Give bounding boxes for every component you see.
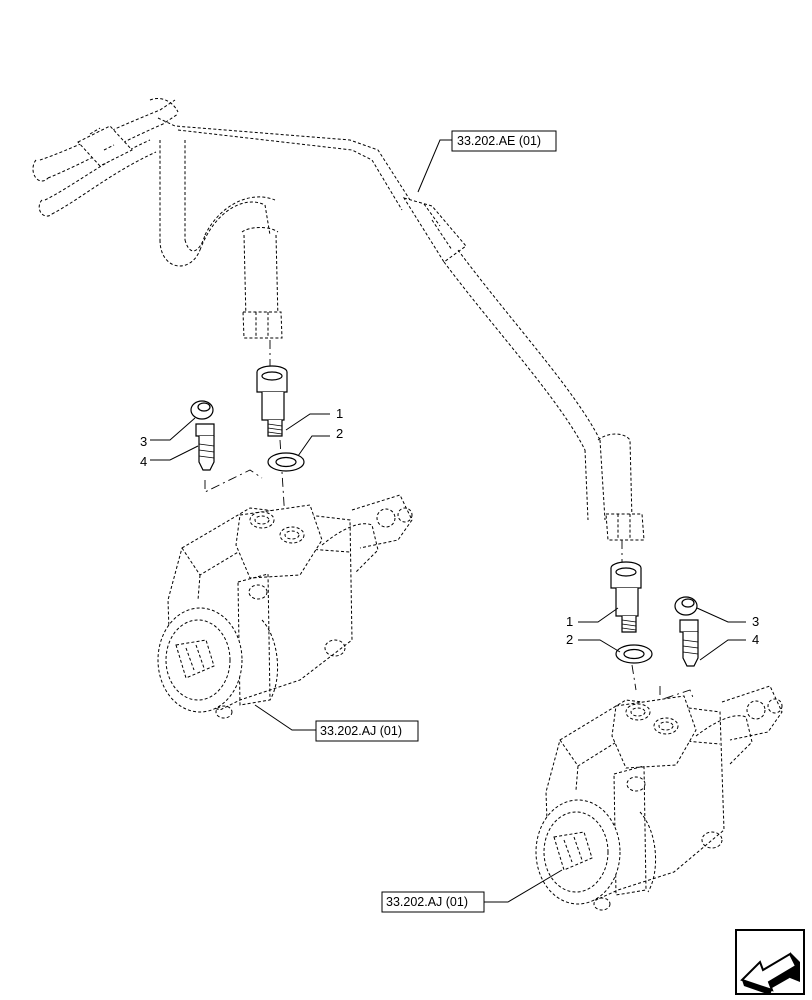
left-fitting-group [150,340,330,521]
view-direction-arrow-icon [735,929,805,995]
callout-2-right: 2 [566,632,573,647]
callout-2-left: 2 [336,426,343,441]
left-washer [267,452,305,472]
left-valve-reference: 33.202.AJ (01) [315,720,419,742]
callout-3-right: 3 [752,614,759,629]
right-cap [674,596,698,616]
left-valve-ref-label: 33.202.AJ (01) [320,724,402,738]
pipe-ref-label: 33.202.AE (01) [457,134,541,148]
callout-4-left: 4 [140,454,147,469]
callout-3-left: 3 [140,434,147,449]
callout-4-right: 4 [752,632,759,647]
right-washer [615,644,653,664]
left-bleed-screw [195,423,215,471]
right-valve-body [484,685,783,911]
right-valve-ref-label: 33.202.AJ (01) [386,895,468,909]
left-adapter-fitting [256,365,288,437]
right-fitting-group [578,540,746,701]
callout-1-right: 1 [566,614,573,629]
left-cap [190,400,214,420]
left-valve-body [157,494,413,731]
pipe-reference: 33.202.AE (01) [417,130,557,193]
callout-1-left: 1 [336,406,343,421]
right-bleed-screw [679,619,699,667]
phantom-hose-assembly [32,98,645,541]
right-valve-reference: 33.202.AJ (01) [381,891,485,913]
right-adapter-fitting [610,561,642,633]
